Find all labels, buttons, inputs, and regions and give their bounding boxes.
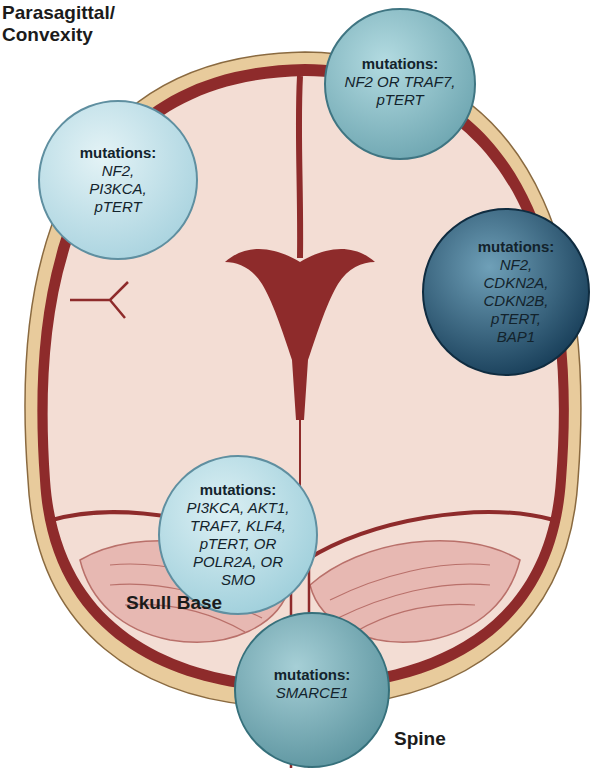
circle-heading: mutations: [200,481,277,499]
gene-list: PI3KCA, AKT1, TRAF7, KLF4, pTERT, OR POL… [180,499,296,589]
circle-shape [235,613,389,767]
mutation-circle: mutations:PI3KCA, AKT1, TRAF7, KLF4, pTE… [158,455,318,615]
sulcus-left [70,282,128,318]
ventricles [225,249,375,420]
mutation-circle: mutations:NF2, PI3KCA, pTERT [38,100,198,260]
gene-list: SMARCE1 [276,684,349,702]
gene-list: NF2, CDKN2A, CDKN2B, pTERT, BAP1 [474,256,558,346]
circle-shape [423,209,589,375]
mutation-circle: mutations:NF2, CDKN2A, CDKN2B, pTERT, BA… [422,208,590,376]
circle-shape [325,9,475,159]
circle-heading: mutations: [478,238,555,256]
mutation-circle: mutations:SMARCE1 [234,612,390,768]
location-label: Spine [394,728,494,750]
location-label: Parasagittal/ Convexity [2,2,152,46]
mutation-circle: mutations:NF2 OR TRAF7, pTERT [324,8,476,160]
dura [37,64,568,690]
gene-list: NF2, PI3KCA, pTERT [78,162,158,216]
circle-shape [39,101,197,259]
brain [48,76,559,680]
circle-heading: mutations: [362,55,439,73]
circle-heading: mutations: [80,144,157,162]
circle-shape [159,456,317,614]
location-label: Skull Base [126,592,256,614]
gene-list: NF2 OR TRAF7, pTERT [335,73,465,109]
circle-heading: mutations: [274,666,351,684]
falx [299,76,300,258]
skull [25,52,581,705]
